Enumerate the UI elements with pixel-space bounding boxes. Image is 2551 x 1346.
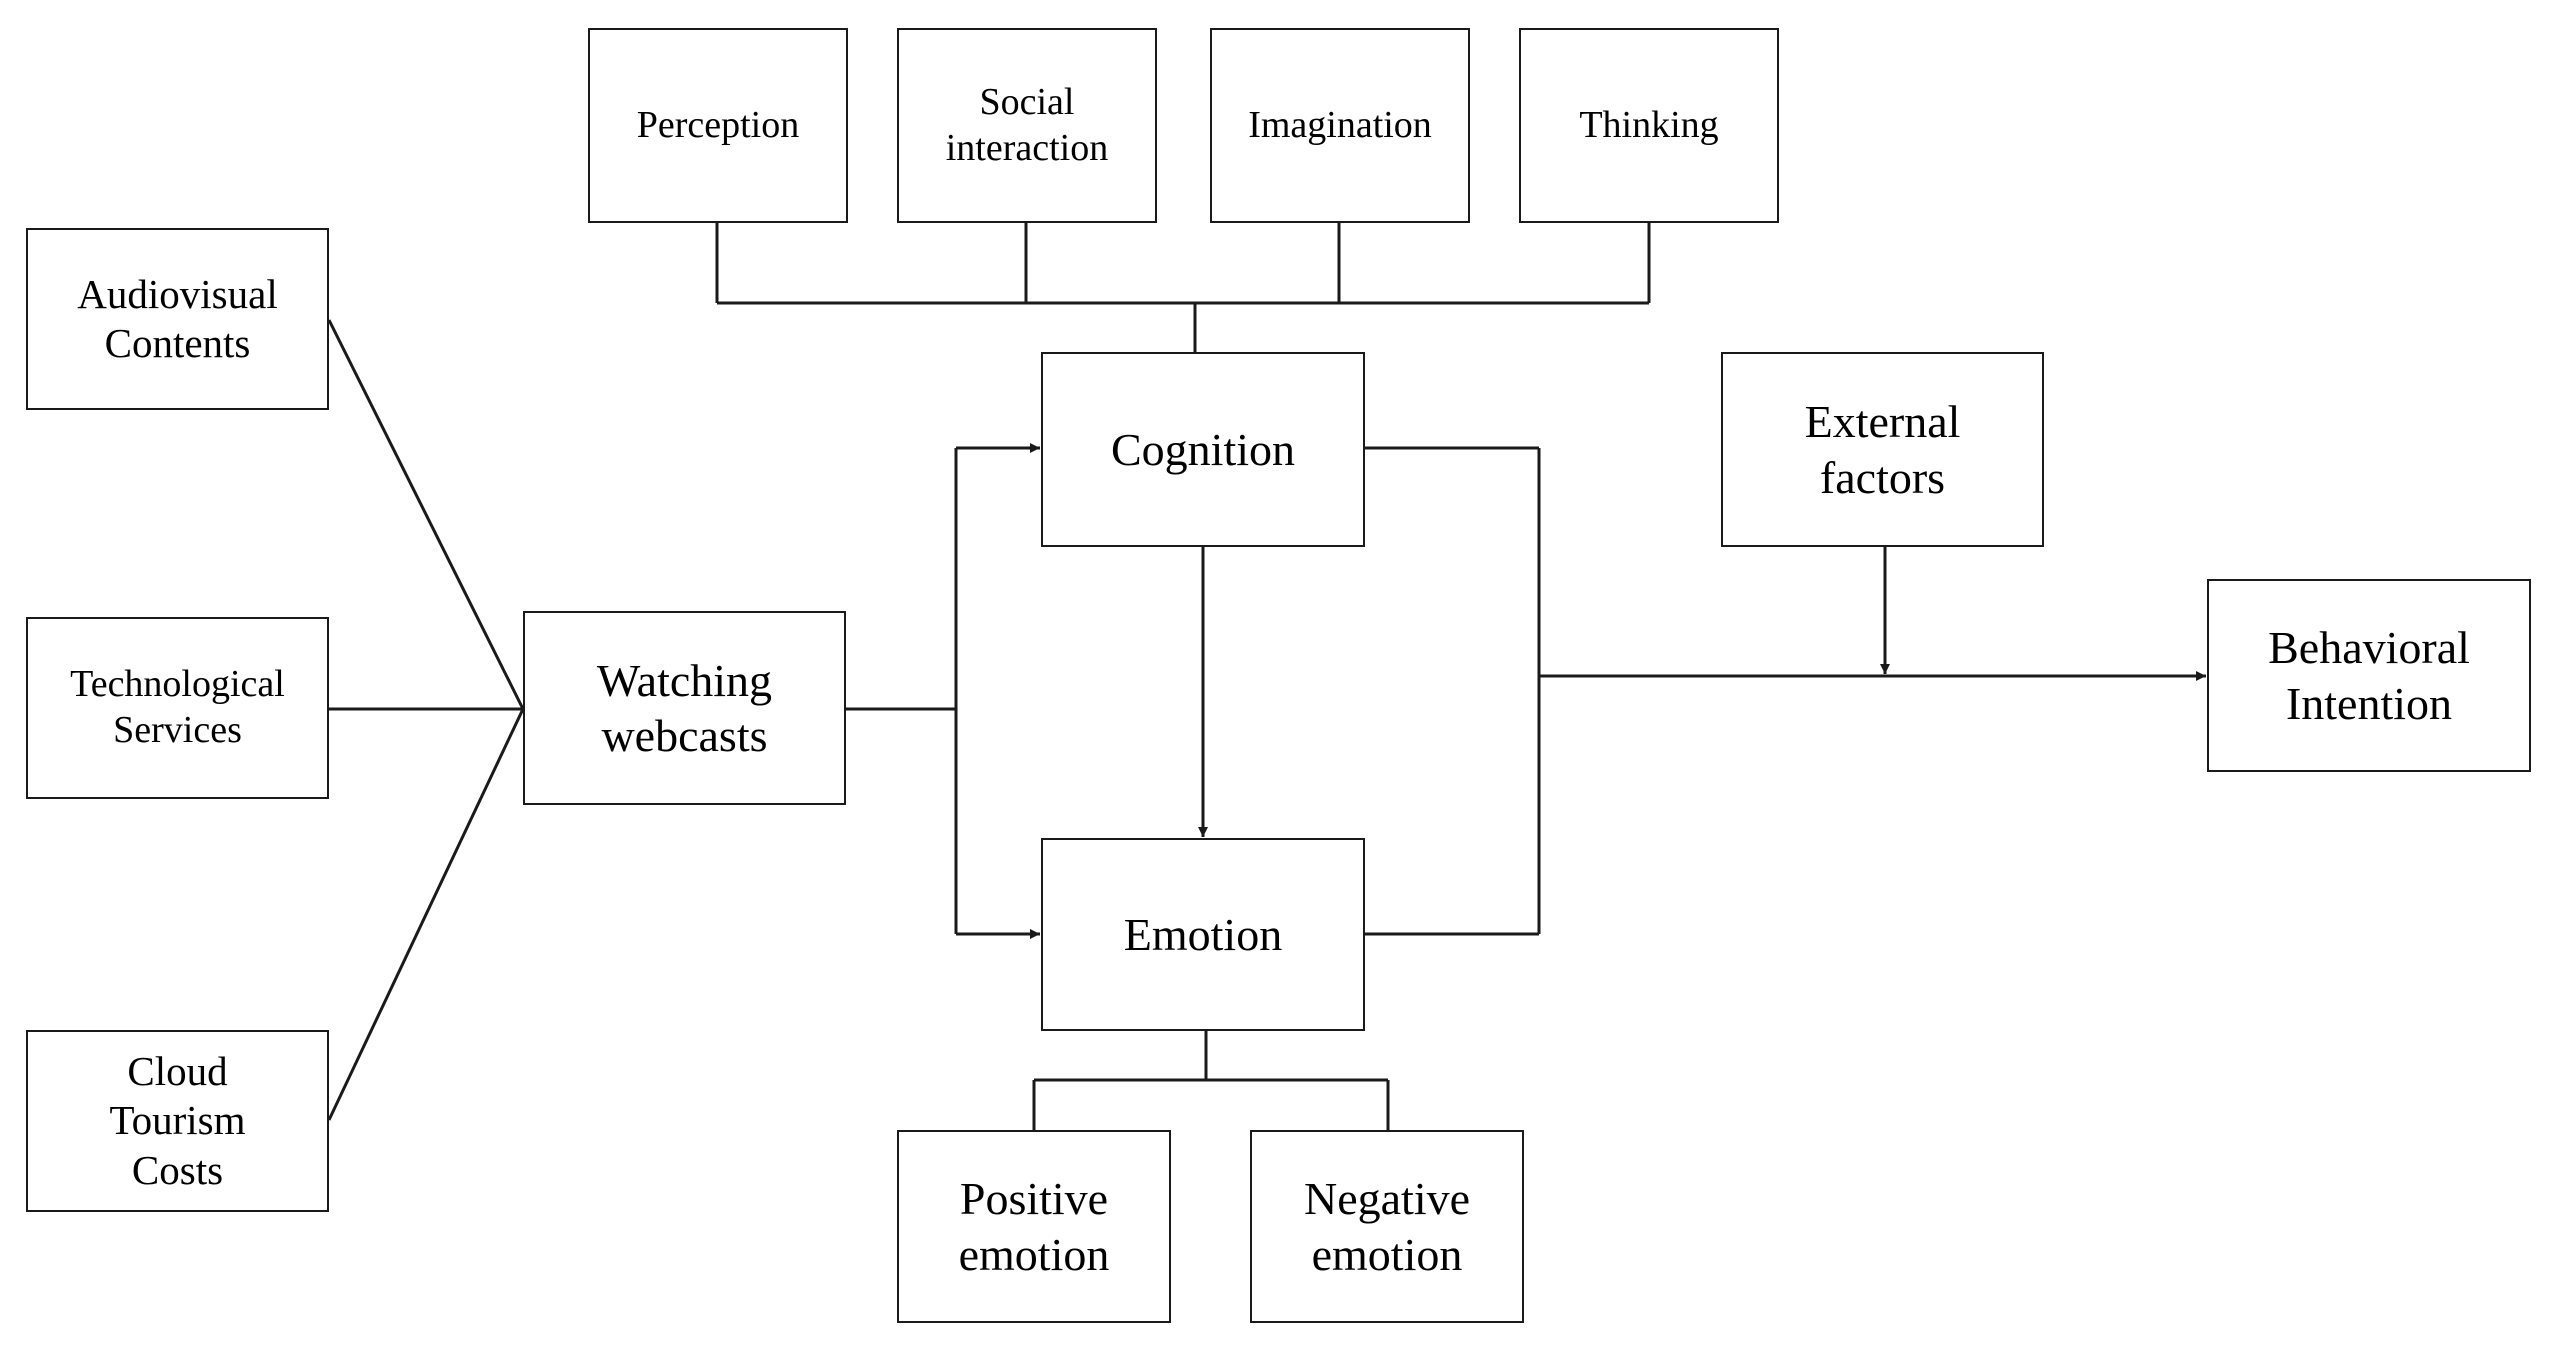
behavioral-intention-label-line-1: Behavioral (2268, 622, 2470, 674)
technological-services-box: Technological Services (26, 617, 329, 799)
social-interaction-box: Social interaction (897, 28, 1157, 223)
cloud-tourism-costs-label-line-1: Cloud (127, 1048, 228, 1095)
technological-services-label-line-2: Services (113, 709, 242, 751)
cloud-to-watching-line (327, 708, 525, 1121)
imagination-box: Imagination (1210, 28, 1470, 223)
audiovisual-contents-label-line-2: Contents (104, 320, 251, 366)
watching-webcasts-label-line-2: webcasts (601, 710, 768, 761)
technological-services-label-line-1: Technological (70, 663, 285, 706)
watching-webcasts-box: Watching webcasts (523, 611, 846, 805)
external-factors-label-line-1: External (1804, 396, 1961, 448)
cloud-tourism-costs-label-line-2: Tourism (109, 1097, 246, 1144)
cognition-box: Cognition (1041, 352, 1365, 547)
perception-label: Perception (636, 103, 800, 146)
negative-emotion-label-line-1: Negative (1303, 1173, 1471, 1225)
cognition-label: Cognition (1110, 423, 1296, 475)
behavioral-intention-label-line-2: Intention (2285, 677, 2453, 729)
external-factors-box: External factors (1721, 352, 2044, 547)
audiovisual-contents-label-line-1: Audiovisual (77, 270, 278, 317)
watching-webcasts-label-line-1: Watching (596, 654, 773, 706)
positive-emotion-label-line-1: Positive (959, 1173, 1109, 1225)
emotion-label: Emotion (1123, 908, 1283, 960)
behavioral-intention-box: Behavioral Intention (2207, 579, 2531, 772)
social-interaction-label-line-2: interaction (945, 126, 1109, 169)
cloud-tourism-costs-label-line-3: Costs (131, 1146, 224, 1193)
external-factors-label-line-2: factors (1819, 451, 1946, 503)
negative-emotion-box: Negative emotion (1250, 1130, 1524, 1323)
negative-emotion-label-line-2: emotion (1311, 1228, 1463, 1280)
audiovisual-to-watching-line (327, 319, 525, 710)
audiovisual-contents-box: Audiovisual Contents (26, 228, 329, 410)
emotion-box: Emotion (1041, 838, 1365, 1031)
positive-emotion-label-line-2: emotion (958, 1228, 1110, 1280)
perception-box: Perception (588, 28, 848, 223)
thinking-label: Thinking (1579, 103, 1719, 146)
positive-emotion-box: Positive emotion (897, 1130, 1171, 1323)
thinking-box: Thinking (1519, 28, 1779, 223)
cloud-tourism-costs-box: Cloud Tourism Costs (26, 1030, 329, 1212)
social-interaction-label-line-1: Social (979, 80, 1075, 123)
imagination-label: Imagination (1248, 103, 1432, 146)
